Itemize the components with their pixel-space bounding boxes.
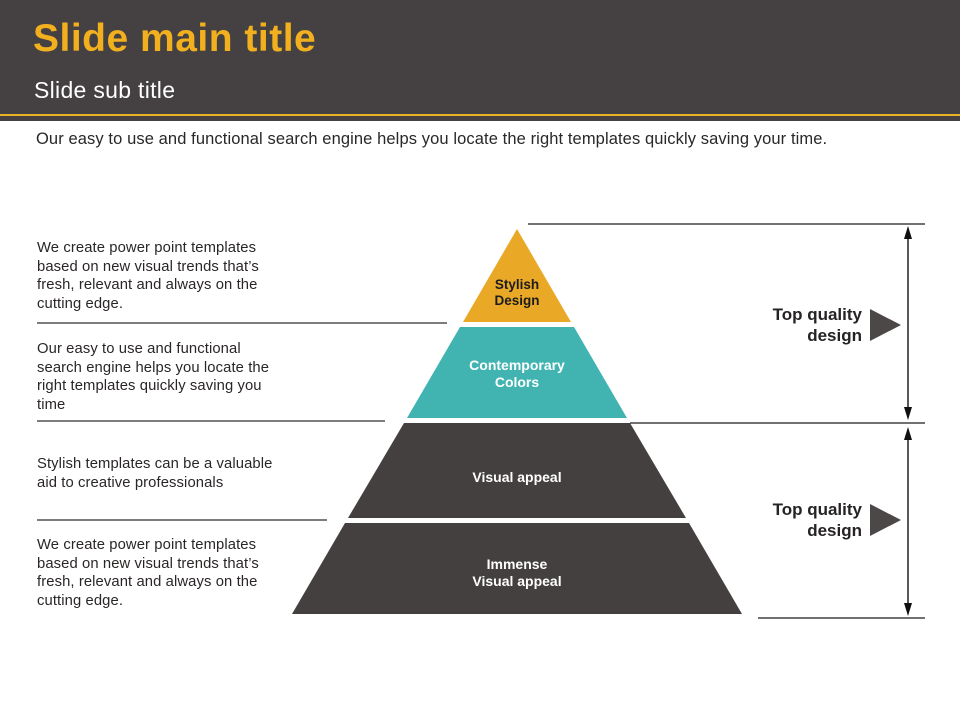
play-icon-upper: [870, 309, 901, 341]
pyramid-level-1-shape: [463, 229, 571, 322]
pyramid-level-2-shape: [407, 327, 627, 418]
dimension-arrow-lower: [904, 427, 912, 616]
pyramid-level-4-shape: [292, 523, 742, 614]
intro-text: Our easy to use and functional search en…: [36, 130, 828, 148]
pyramid-level-4-label: Immense Visual appeal: [472, 556, 562, 589]
note-block-3: Stylish templates can be a valuable aid …: [37, 456, 273, 491]
slide-header: Slide main title Slide sub title: [0, 0, 960, 121]
header-accent-line: [0, 114, 960, 116]
dimension-arrow-upper: [904, 226, 912, 420]
pyramid-level-2-label: Contemporary Colors: [469, 357, 565, 390]
play-icon-lower: [870, 504, 901, 536]
slide-sub-title: Slide sub title: [34, 77, 176, 103]
slide-main-title: Slide main title: [33, 17, 317, 60]
pyramid-level-3-shape: [348, 423, 686, 518]
pyramid-level-1-label: Stylish Design: [494, 277, 540, 308]
pyramid-level-3-label: Visual appeal: [472, 469, 562, 485]
callout-label-upper: Top quality design: [772, 305, 862, 345]
note-block-1: We create power point templates based on…: [37, 240, 259, 312]
note-block-2: Our easy to use and functional search en…: [37, 341, 270, 413]
callout-label-lower: Top quality design: [772, 500, 862, 540]
note-block-4: We create power point templates based on…: [37, 537, 259, 609]
